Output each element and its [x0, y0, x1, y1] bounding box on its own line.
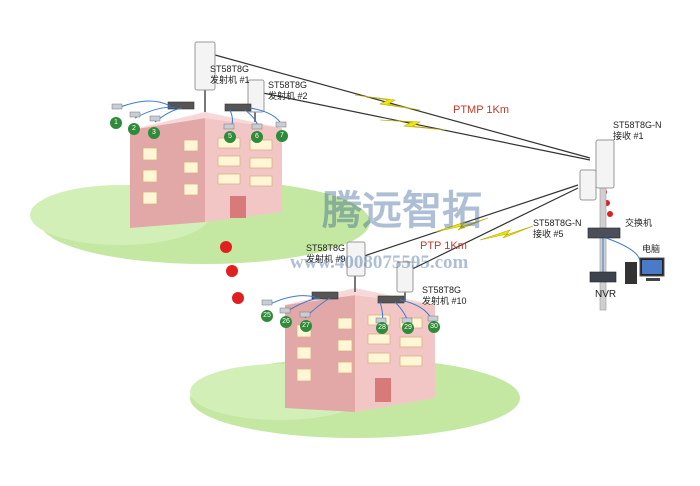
rooftop-cameras	[111, 103, 439, 324]
label-computer: 电脑	[642, 244, 661, 254]
label-rx5: ST58T8G-N 接收 #5	[533, 218, 582, 240]
label-tx2: ST58T8G 发射机 #2	[268, 80, 308, 102]
camera-badge-bottom-28: 28	[376, 322, 388, 334]
tx9-role: 发射机 #9	[306, 254, 346, 264]
lightning-bolts	[354, 94, 534, 241]
antenna-tx1	[194, 41, 216, 112]
antenna-tx10	[396, 261, 414, 302]
camera-badge-top-2: 2	[128, 123, 140, 135]
computer-icon	[625, 257, 665, 284]
label-tx9: ST58T8G 发射机 #9	[306, 243, 346, 265]
tx1-model: ST58T8G	[210, 64, 250, 74]
camera-badge-bottom-29: 29	[402, 322, 414, 334]
antenna-tx2	[247, 79, 265, 122]
label-ptmp: PTMP 1Km	[453, 104, 510, 116]
nvr-icon	[589, 271, 617, 283]
label-nvr: NVR	[595, 289, 617, 300]
rx5-role: 接收 #5	[533, 229, 564, 239]
building-bottom	[285, 288, 435, 412]
camera-badge-top-1: 1	[110, 117, 122, 129]
tx9-model: ST58T8G	[306, 243, 346, 253]
camera-badge-top-6: 6	[251, 131, 263, 143]
label-tx10: ST58T8G 发射机 #10	[422, 285, 467, 307]
label-rx1: ST58T8G-N 接收 #1	[613, 120, 662, 142]
ptp-beams	[357, 184, 579, 276]
rx1-role: 接收 #1	[613, 131, 644, 141]
continuation-dots	[220, 241, 244, 304]
tx1-role: 发射机 #1	[210, 75, 250, 85]
camera-badge-top-5: 5	[224, 131, 236, 143]
camera-badge-bottom-26: 26	[280, 316, 292, 328]
camera-badge-bottom-27: 27	[300, 320, 312, 332]
label-switch: 交换机	[625, 218, 653, 228]
camera-badge-top-7: 7	[276, 130, 288, 142]
antenna-tx9	[346, 241, 366, 292]
label-tx1: ST58T8G 发射机 #1	[210, 64, 250, 86]
building-top	[130, 112, 282, 228]
label-ptp: PTP 1Km	[420, 240, 467, 252]
camera-badge-top-3: 3	[148, 127, 160, 139]
tx2-role: 发射机 #2	[268, 91, 308, 101]
receiver-pole	[579, 139, 641, 311]
watermark-brand: 腾远智拓	[322, 188, 482, 233]
rx1-model: ST58T8G-N	[613, 120, 662, 130]
tx10-role: 发射机 #10	[422, 296, 467, 306]
camera-badge-bottom-25: 25	[261, 310, 273, 322]
roof-switches	[167, 101, 405, 304]
tx2-model: ST58T8G	[268, 80, 308, 90]
watermark-url: www.4008075595.com	[290, 252, 469, 273]
camera-badge-bottom-30: 30	[428, 321, 440, 333]
tx10-model: ST58T8G	[422, 285, 462, 295]
rx5-model: ST58T8G-N	[533, 218, 582, 228]
